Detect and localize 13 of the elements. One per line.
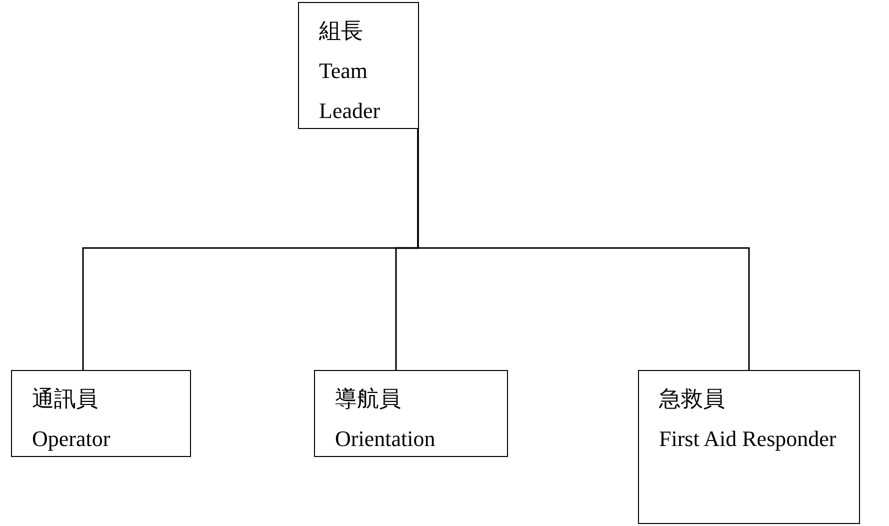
role-name: Orientation — [335, 425, 436, 453]
role-title: 導航員 — [335, 385, 401, 413]
role-title: 組長 — [319, 17, 363, 45]
role-box — [638, 370, 860, 524]
role-title: 通訊員 — [32, 385, 98, 413]
role-name: First Aid Responder — [659, 425, 836, 453]
role-name: Team Leader — [319, 57, 382, 125]
role-box — [314, 370, 508, 457]
role-title: 急救員 — [659, 385, 725, 413]
role-box — [298, 2, 419, 129]
role-box — [11, 370, 191, 457]
connector-line — [417, 129, 750, 370]
role-name: Operator — [32, 425, 110, 453]
